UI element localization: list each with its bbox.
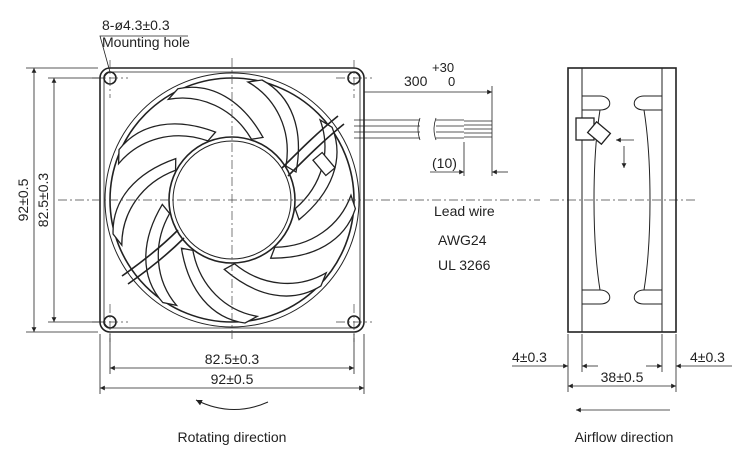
fan-blade: [269, 193, 357, 259]
lead-tol-plus: +30: [432, 60, 454, 75]
fan-blade: [112, 157, 177, 248]
impeller-blades: [112, 79, 357, 324]
rotation-arrow: [195, 399, 269, 411]
lead-length: 300: [404, 73, 428, 89]
dim-flange-left: 4±0.3: [512, 349, 547, 365]
rotating-caption: Rotating direction: [178, 429, 287, 445]
fan-blade: [246, 79, 300, 174]
frame-spokes: [121, 115, 345, 285]
dim-frame-width: 92±0.5: [211, 371, 254, 387]
dim-flange-right: 4±0.3: [690, 349, 725, 365]
fan-blade: [145, 203, 179, 307]
airflow-caption: Airflow direction: [575, 429, 674, 445]
fan-blade: [180, 247, 260, 324]
hole-caption: Mounting hole: [102, 34, 190, 50]
lead-wire: 300 +30 0 (10) Lead wire AWG24 UL 3266: [354, 60, 508, 273]
dim-frame-height: 92±0.5: [15, 178, 31, 221]
front-view: 8-ø4.3±0.3 Mounting hole 92±0.5 82.5±0.3…: [15, 17, 540, 445]
fan-blade: [117, 123, 217, 166]
lead-tol-minus: 0: [448, 74, 455, 89]
dim-hole-pitch-width: 82.5±0.3: [205, 351, 260, 367]
fan-blade: [166, 86, 265, 140]
side-wire-clip-tab: [586, 120, 612, 146]
dim-hole-pitch-height: 82.5±0.3: [35, 173, 51, 228]
dim-depth: 38±0.5: [601, 369, 644, 385]
lead-wire-caption: Lead wire: [434, 203, 495, 219]
wire-jacket-break: [420, 116, 436, 142]
side-body: [567, 67, 677, 333]
hole-spec-label: 8-ø4.3±0.3: [102, 17, 170, 33]
strip-length: (10): [432, 155, 457, 171]
lead-wire-gauge: AWG24: [438, 232, 487, 248]
lead-wire-standard: UL 3266: [438, 257, 491, 273]
fan-blade: [294, 118, 338, 221]
side-view: 4±0.3 4±0.3 38±0.5 Airflow direction: [512, 67, 732, 445]
wire-clip: [312, 151, 336, 177]
fan-blade: [223, 262, 328, 297]
